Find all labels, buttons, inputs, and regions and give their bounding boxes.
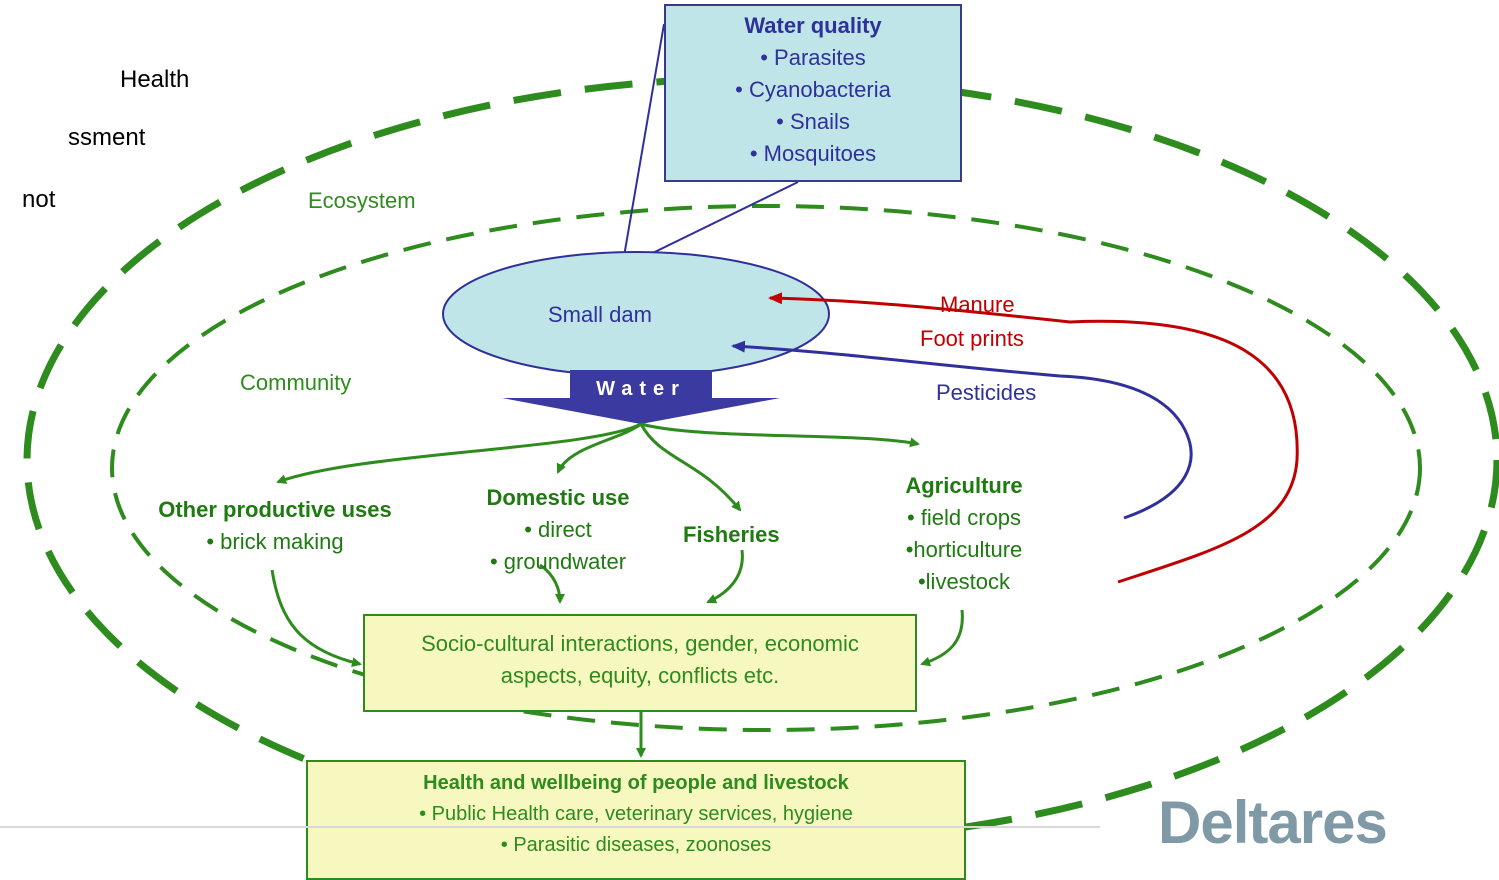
other-uses-item: • brick making [206,529,344,554]
health-wellbeing-box: Health and wellbeing of people and lives… [306,760,966,880]
arrow-to-domestic [556,422,642,474]
slide-text-line-2: ssment [68,124,146,151]
fisheries-title: Fisheries [683,522,780,547]
health-title: Health and wellbeing of people and lives… [423,772,849,794]
other-uses-group: Other productive uses • brick making [130,494,420,558]
domestic-use-group: Domestic use • direct • groundwater [460,482,656,578]
agriculture-group: Agriculture • field crops •horticulture … [880,470,1048,598]
arrow-fisheries-to-socio [706,549,744,604]
water-quality-item: • Parasites [760,45,866,70]
footer-divider [0,826,1100,828]
community-boundary [110,204,1422,732]
arrow-agriculture-to-socio [920,609,964,667]
arrow-to-agriculture [640,422,920,448]
agriculture-item: • field crops [906,505,1022,530]
arrow-to-fisheries [639,423,742,512]
slide-text-line-3: not [22,186,56,213]
domestic-use-item: • direct [524,517,592,542]
foot-prints-label: Foot prints [920,326,1024,351]
ecosystem-boundary [23,74,1499,846]
ecosystem-label: Ecosystem [308,188,416,213]
arrow-domestic-to-socio [539,563,565,604]
socio-cultural-box: Socio-cultural interactions, gender, eco… [363,614,917,712]
agriculture-title: Agriculture [905,473,1023,498]
socio-line-1: Socio-cultural interactions, gender, eco… [421,631,859,656]
water-quality-box: Water quality • Parasites • Cyanobacteri… [664,4,962,182]
agriculture-item: •livestock [917,569,1011,594]
slide-text-line-1: Health [120,66,190,93]
domestic-use-item: • groundwater [489,549,627,574]
water-arrow-shape [502,370,780,424]
water-quality-item: • Snails [776,109,850,134]
deltares-logo: Deltares [1158,789,1388,856]
manure-label: Manure [940,292,1015,317]
domestic-use-title: Domestic use [486,485,630,510]
water-label: Water [596,378,686,400]
manure-arrow [768,292,1299,584]
small-dam-label: Small dam [548,302,652,327]
pesticides-label: Pesticides [936,380,1037,405]
health-item: • Parasitic diseases, zoonoses [500,834,772,856]
socio-line-2: aspects, equity, conflicts etc. [500,663,780,688]
agriculture-item: •horticulture [905,537,1023,562]
community-label: Community [240,370,352,395]
water-quality-item: • Cyanobacteria [735,77,891,102]
arrow-other-to-socio [270,569,362,668]
water-quality-item: • Mosquitoes [749,141,877,166]
callout-line-left [621,23,665,269]
other-uses-title: Other productive uses [158,497,392,522]
arrow-to-other-uses [276,422,642,484]
water-quality-title: Water quality [744,13,882,38]
pesticides-arrow [731,340,1193,520]
health-item: • Public Health care, veterinary service… [419,803,853,825]
